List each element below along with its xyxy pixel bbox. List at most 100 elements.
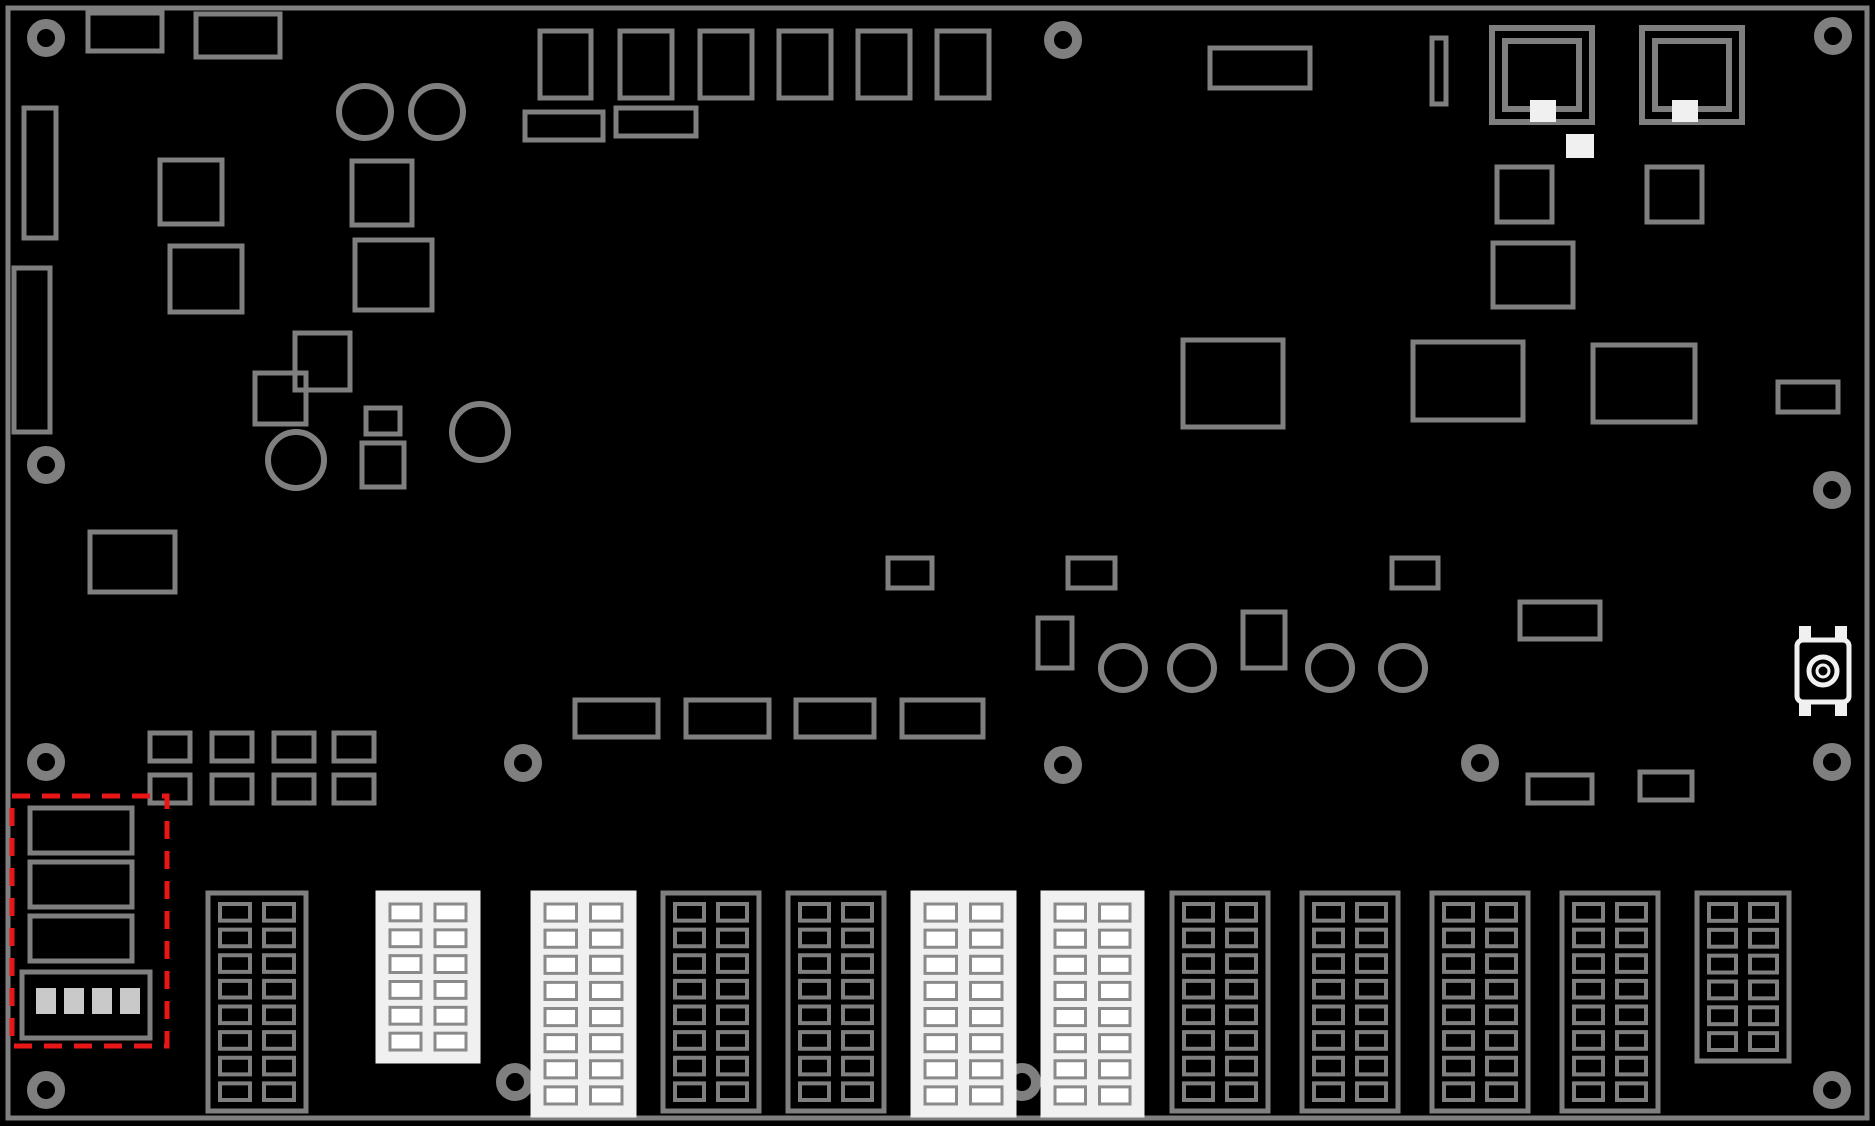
connector-pin <box>64 988 84 1014</box>
pin-pad <box>262 953 296 974</box>
capacitor-outline <box>265 429 327 491</box>
pin-pad <box>543 902 578 923</box>
component-outline <box>271 772 317 806</box>
mounting-hole <box>1813 743 1851 781</box>
push-button-cap <box>1806 654 1840 688</box>
pin-pad <box>716 1081 749 1102</box>
component-outline <box>683 697 772 740</box>
component-outline <box>359 440 407 490</box>
pin-pad <box>1572 1004 1605 1026</box>
pin-header <box>910 890 1017 1118</box>
pin-pad <box>262 927 296 949</box>
pin-pad <box>923 954 958 975</box>
pin-pad <box>1355 978 1388 1000</box>
pin-pad <box>1442 978 1475 1000</box>
component-outline <box>27 859 135 910</box>
component-outline <box>1065 555 1118 591</box>
pin-pad <box>1098 1007 1132 1028</box>
pin-pad <box>1225 953 1258 974</box>
pin-pad <box>1312 1030 1345 1051</box>
pin-pad <box>543 1059 578 1080</box>
pin1-marker <box>1672 100 1698 122</box>
pin-pad <box>218 978 252 1000</box>
pin-pad <box>1748 902 1779 923</box>
pin-pad <box>1225 978 1258 1000</box>
pin-pad <box>388 980 423 1000</box>
pin-pad <box>1312 902 1345 923</box>
pin-pad <box>589 980 624 1001</box>
pin-pad <box>1098 1059 1132 1080</box>
pin-pad <box>841 978 874 1000</box>
component-outline <box>1775 379 1841 415</box>
component-outline <box>363 405 403 437</box>
pin-pad <box>1572 927 1605 949</box>
pin-pad <box>1225 1055 1258 1077</box>
component-outline <box>885 555 935 591</box>
mounting-hole <box>1044 21 1082 59</box>
pin-pad <box>262 1081 296 1102</box>
pin-pad <box>716 927 749 949</box>
pin-pad <box>1312 978 1345 1000</box>
pin-pad <box>433 1031 468 1052</box>
pin-pad <box>1442 1030 1475 1051</box>
component-outline <box>1389 555 1441 591</box>
pin-pad <box>1053 1085 1087 1106</box>
component-outline <box>934 28 992 101</box>
oscillator-inner <box>1652 38 1732 112</box>
pin-pad <box>841 1081 874 1102</box>
pin1-marker <box>1566 134 1594 158</box>
pin-pad <box>433 1005 468 1026</box>
pin-pad <box>1053 980 1087 1001</box>
pin-pad <box>543 1085 578 1106</box>
component-outline <box>271 730 317 764</box>
push-button-center <box>1815 663 1831 679</box>
pin-pad <box>673 978 706 1000</box>
mounting-hole <box>27 446 65 484</box>
pin-pad <box>969 980 1004 1001</box>
pin-pad <box>1442 902 1475 923</box>
component-outline <box>613 105 699 139</box>
pin-pad <box>1485 902 1518 923</box>
component-outline <box>11 265 53 435</box>
pin-pad <box>716 1004 749 1026</box>
component-outline <box>252 370 309 427</box>
pin-pad <box>673 1004 706 1026</box>
pin-pad <box>1572 902 1605 923</box>
capacitor-outline <box>336 83 394 141</box>
pin-pad <box>1707 902 1738 923</box>
pin-pad <box>1748 927 1779 949</box>
pin-pad <box>433 902 468 923</box>
pin-pad <box>1707 953 1738 975</box>
pin-pad <box>589 1033 624 1054</box>
connector-pin <box>120 988 140 1014</box>
pin-pad <box>1312 1081 1345 1102</box>
connector-pin <box>36 988 56 1014</box>
pin-pad <box>716 1055 749 1077</box>
mounting-hole <box>1044 746 1082 784</box>
pin-pad <box>1225 1081 1258 1102</box>
pin-pad <box>1615 1030 1648 1051</box>
pin-pad <box>1182 902 1215 923</box>
component-outline <box>855 28 913 101</box>
pin-pad <box>1312 927 1345 949</box>
pin-pad <box>923 1007 958 1028</box>
component-outline <box>1035 615 1075 671</box>
pin-pad <box>1572 1030 1605 1051</box>
pin-pad <box>1355 1004 1388 1026</box>
component-outline <box>522 109 606 143</box>
pin-pad <box>1312 1004 1345 1026</box>
pin-pad <box>798 1081 831 1102</box>
component-outline <box>1240 609 1288 671</box>
pin-header <box>1169 890 1271 1114</box>
pin-pad <box>969 1033 1004 1054</box>
pin-pad <box>1098 954 1132 975</box>
component-outline <box>537 28 594 101</box>
pin-pad <box>1355 953 1388 974</box>
pin-pad <box>969 1007 1004 1028</box>
pin-pad <box>798 1030 831 1051</box>
pin-pad <box>798 978 831 1000</box>
pin-pad <box>1355 927 1388 949</box>
component-outline <box>352 237 435 313</box>
pin-pad <box>433 928 468 949</box>
pin-pad <box>1615 953 1648 974</box>
